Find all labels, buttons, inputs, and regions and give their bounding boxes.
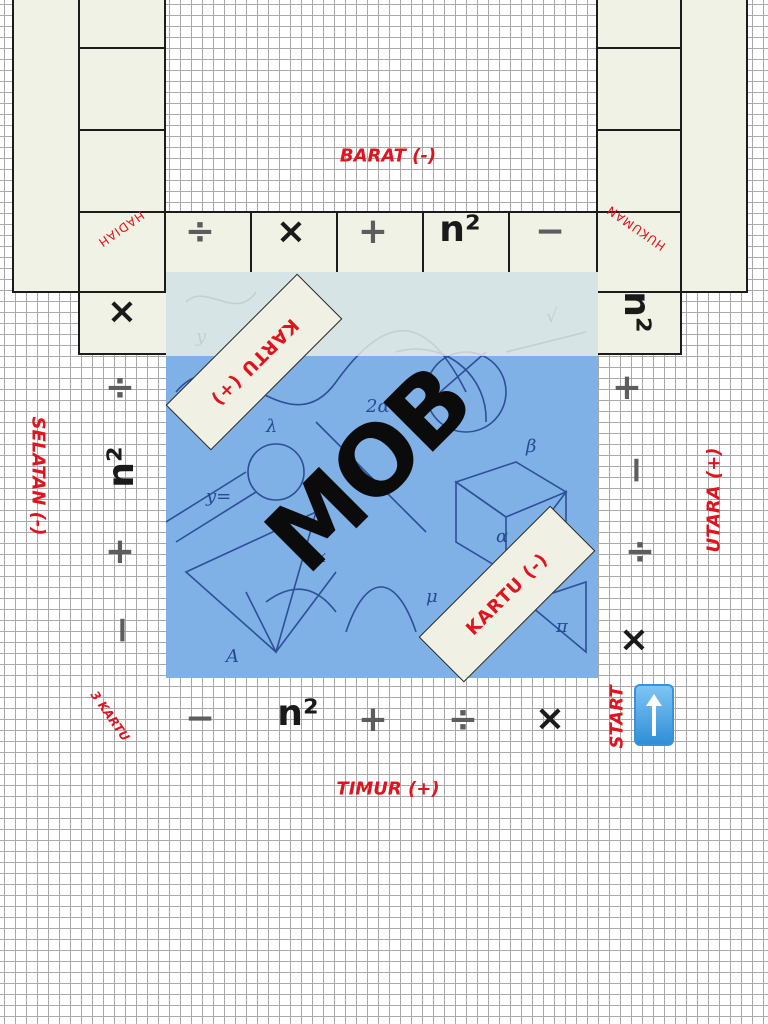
- svg-text:λ: λ: [265, 416, 277, 437]
- op-square-cell: n²: [616, 291, 657, 333]
- svg-text:2α: 2α: [365, 396, 390, 417]
- board-cell[interactable]: [78, 47, 166, 131]
- direction-south-label: TIMUR (+): [336, 778, 440, 800]
- up-arrow-icon[interactable]: [634, 684, 674, 746]
- board-cell[interactable]: [680, 0, 748, 293]
- svg-text:y=: y=: [205, 486, 231, 507]
- op-square-cell: n²: [277, 693, 319, 734]
- svg-text:ψ: ψ: [396, 456, 411, 477]
- op-square-cell: n²: [439, 209, 481, 250]
- op-divide-cell: ÷: [624, 531, 656, 572]
- op-add-cell: +: [357, 211, 389, 252]
- op-divide-cell: ÷: [104, 367, 136, 408]
- op-multiply-cell: ×: [275, 211, 307, 252]
- op-multiply-cell: ×: [618, 619, 650, 660]
- direction-north-label: BARAT (-): [339, 145, 437, 167]
- svg-text:β: β: [525, 436, 536, 457]
- svg-text:A: A: [224, 646, 239, 667]
- svg-text:π: π: [555, 616, 569, 637]
- board-cell[interactable]: [596, 47, 682, 131]
- up-arrow-glyph: [646, 694, 662, 736]
- board-cell[interactable]: [12, 0, 80, 293]
- direction-west-label: SELATAN (-): [27, 416, 49, 536]
- start-label: START: [606, 685, 628, 749]
- op-add-cell: +: [357, 699, 389, 740]
- op-subtract-cell: −: [534, 211, 566, 252]
- board-cell[interactable]: [78, 0, 166, 49]
- op-add-cell: +: [104, 531, 136, 572]
- op-square-cell: n²: [101, 446, 142, 488]
- board-cell[interactable]: [78, 129, 166, 213]
- op-divide-cell: ÷: [184, 211, 216, 252]
- op-multiply-cell: ×: [534, 698, 566, 739]
- op-subtract-cell: −: [102, 614, 143, 646]
- svg-text:x: x: [316, 546, 326, 567]
- board-cell[interactable]: [596, 0, 682, 49]
- op-subtract-cell: −: [184, 698, 216, 739]
- op-subtract-cell: −: [616, 454, 657, 486]
- op-add-cell: +: [611, 367, 643, 408]
- op-divide-cell: ÷: [447, 699, 479, 740]
- svg-text:μ: μ: [426, 586, 438, 607]
- board-cell[interactable]: [596, 129, 682, 213]
- three-cards-label: 3 KARTU: [87, 688, 133, 744]
- direction-east-label: UTARA (+): [703, 447, 725, 553]
- op-multiply-cell: ×: [106, 291, 138, 332]
- svg-text:α: α: [496, 526, 508, 547]
